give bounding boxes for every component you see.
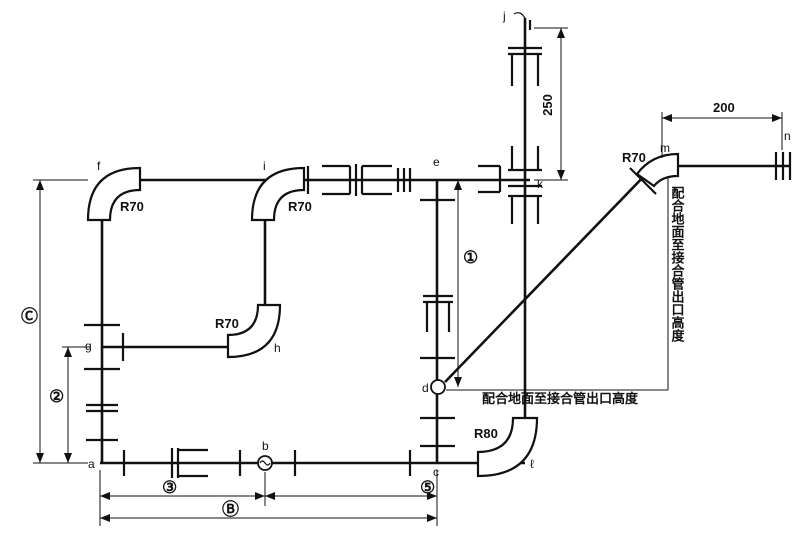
node-label-k: k (537, 177, 544, 191)
node-label-l: ℓ (530, 457, 534, 471)
valve-top-2 (360, 164, 392, 196)
arrow-c-top (36, 180, 44, 190)
node-label-j: j (502, 9, 506, 23)
dim-label-5: ⑤ (420, 478, 435, 497)
bend-label-m: R70 (622, 150, 646, 165)
arrow-200-left (662, 114, 672, 122)
node-label-d: d (422, 381, 429, 395)
elbow-l (476, 416, 539, 478)
dim-label-250: 250 (540, 94, 555, 116)
bend-label-l: R80 (474, 426, 498, 441)
node-label-h: h (274, 341, 281, 355)
elbow-m-flange (629, 167, 657, 195)
riser-valve-top (508, 46, 542, 86)
meter-d (430, 379, 446, 395)
elbow-h (226, 303, 282, 359)
arrow-b-right (427, 514, 437, 522)
elbow-i (250, 166, 306, 222)
dim-label-3: ③ (162, 478, 177, 497)
node-label-i: i (263, 159, 266, 173)
node-label-a: a (88, 457, 95, 471)
node-label-f: f (97, 159, 101, 173)
note-horizontal: 配合地面至接合管出口高度 (482, 391, 639, 407)
arrow-c-bottom (36, 453, 44, 463)
arrow-250-top (557, 28, 565, 38)
riser-valve-low (508, 194, 542, 224)
node-labels: a b c d e f g h i j k ℓ m n (85, 9, 791, 479)
valve-top-3 (478, 164, 502, 194)
arrowheads (36, 28, 782, 522)
note-vertical: 配合地面至接合管出口高度 (669, 186, 685, 343)
arrow-1-bottom (454, 377, 462, 387)
node-label-g: g (85, 339, 92, 353)
node-label-c: c (433, 465, 439, 479)
node-label-m: m (660, 141, 670, 155)
dim-label-1: ① (463, 248, 478, 267)
arrow-1-top (454, 180, 462, 190)
arrow-250-bottom (557, 170, 565, 180)
elbow-m (635, 152, 680, 188)
dimension-labels: 250 200 ① ② ③ ⑤ Ⓑ Ⓒ (21, 94, 735, 519)
dim-label-200: 200 (713, 100, 735, 115)
bend-label-f: R70 (120, 199, 144, 214)
arrow-35-left (100, 492, 110, 500)
valve-ec-body (423, 294, 453, 332)
fittings (84, 12, 792, 478)
arrow-35-mid-r (265, 492, 275, 500)
riser-j-hook (513, 12, 526, 19)
arrow-200-right (772, 114, 782, 122)
bend-label-h: R70 (215, 316, 239, 331)
riser-valve-mid (508, 146, 542, 172)
node-label-e: e (433, 155, 440, 169)
elbows (86, 152, 680, 478)
valve-bottom-body (178, 448, 208, 478)
elbow-f (86, 166, 142, 222)
node-label-b: b (262, 439, 269, 453)
arrow-b-left (100, 514, 110, 522)
bend-labels: R70 R70 R70 R70 R80 (120, 150, 646, 441)
pipe-runs (100, 18, 790, 465)
pipe-d-m (444, 169, 651, 383)
dim-label-C: Ⓒ (21, 306, 38, 326)
arrow-2-top (64, 347, 72, 357)
arrow-2-bottom (64, 453, 72, 463)
dim-label-2: ② (49, 387, 64, 406)
dim-label-B: Ⓑ (222, 499, 239, 519)
arrow-35-mid-l (255, 492, 265, 500)
arrow-35-right (427, 492, 437, 500)
valve-top-1 (322, 164, 352, 196)
bend-label-i: R70 (288, 199, 312, 214)
node-label-n: n (784, 129, 791, 143)
notes: 配合地面至接合管出口高度 配合地面至接合管出口高度 (482, 186, 684, 407)
meter-b-symbol (259, 460, 271, 466)
